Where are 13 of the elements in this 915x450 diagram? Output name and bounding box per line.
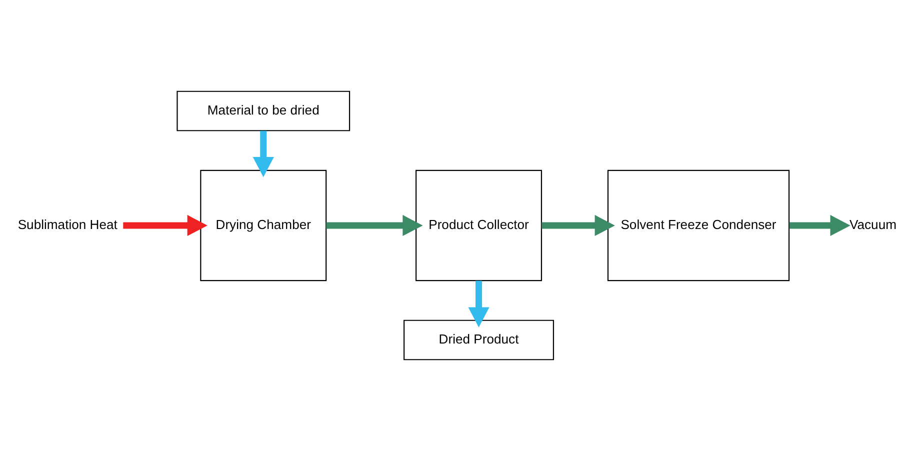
node-box: Dried Product (404, 319, 554, 360)
arrow (468, 280, 490, 327)
node-box: Solvent Freeze Condenser (607, 169, 790, 281)
arrow (326, 214, 423, 236)
node-box: Drying Chamber (200, 169, 327, 281)
node-text: Vacuum (849, 216, 897, 232)
node-box: Material to be dried (176, 90, 350, 131)
node-text: Sublimation Heat (18, 216, 118, 232)
arrow (789, 214, 850, 236)
arrow (252, 130, 274, 177)
arrow (542, 214, 615, 236)
node-box: Product Collector (416, 169, 542, 281)
arrow (123, 214, 208, 236)
